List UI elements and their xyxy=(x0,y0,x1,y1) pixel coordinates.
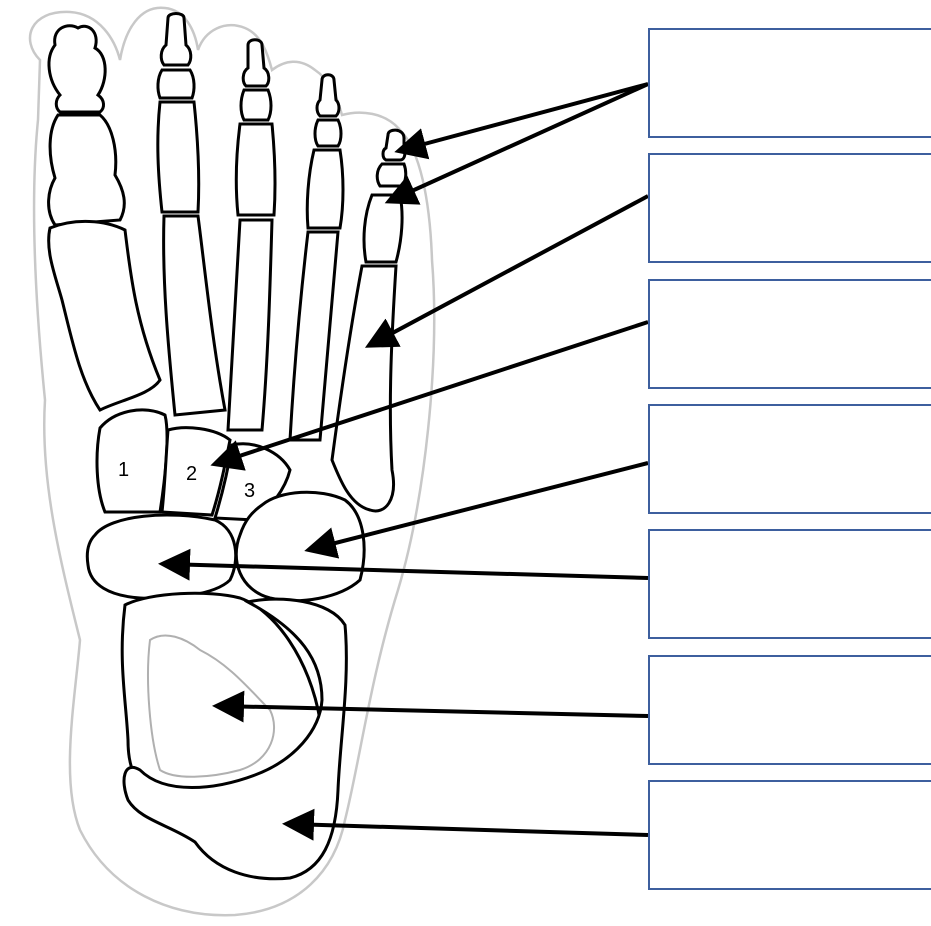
label-box-3[interactable] xyxy=(648,279,931,389)
label-box-5[interactable] xyxy=(648,529,931,639)
hallux-bones xyxy=(49,26,160,410)
second-toe-bones xyxy=(158,14,225,416)
third-toe-bones xyxy=(228,40,275,430)
label-box-7[interactable] xyxy=(648,780,931,890)
label-box-4[interactable] xyxy=(648,404,931,514)
navicular-bone xyxy=(87,515,235,598)
fourth-toe-bones xyxy=(290,75,343,440)
label-box-1[interactable] xyxy=(648,28,931,138)
arrow-metatarsal xyxy=(372,196,648,344)
bone-number-2: 2 xyxy=(186,463,197,485)
label-box-2[interactable] xyxy=(648,153,931,263)
bone-number-3: 3 xyxy=(244,480,255,502)
bone-number-1: 1 xyxy=(118,459,129,481)
label-box-6[interactable] xyxy=(648,655,931,765)
cuboid-bone xyxy=(236,492,364,600)
medial-cuneiform xyxy=(97,410,167,512)
